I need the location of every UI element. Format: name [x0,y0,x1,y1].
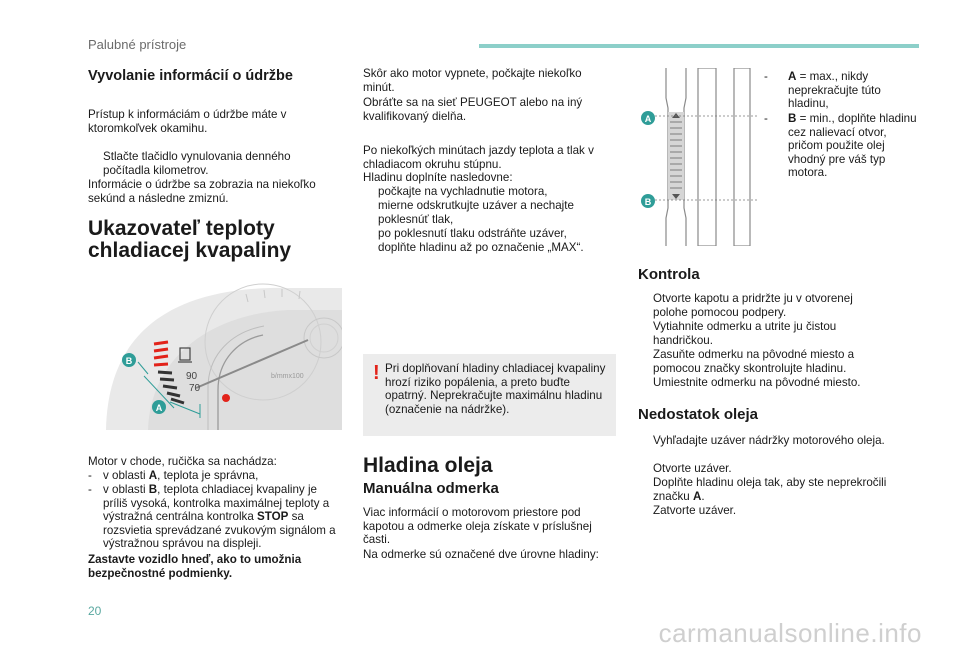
check-step-4: Umiestnite odmerku na pôvodné miesto. [653,376,861,389]
warning-box: ! Pri doplňovaní hladiny chladiacej kvap… [363,354,616,436]
dash-area-a: -v oblasti A, teplota je správna, [88,469,259,482]
warning-light-icon [222,394,230,402]
heading-temp-2: chladiacej kvapaliny [88,239,292,262]
dipstick-callout-b [641,194,655,208]
para-display: Informácie o údržbe sa zobrazia na nieko… [88,178,316,205]
low-oil-step-4: Zatvorte uzáver. [653,504,737,517]
heading-maintenance: Vyvolanie informácií o údržbe [88,68,293,84]
refill-step-1: počkajte na vychladnutie motora, [378,185,548,198]
para-after: Po niekoľkých minútach jazdy teplota a t… [363,144,594,171]
heading-temp-1: Ukazovateľ teploty [88,217,275,240]
svg-text:B: B [126,356,133,366]
refill-step-2: mierne odskrutkujte uzáver a nechajte po… [378,199,574,226]
dipstick-callout-a [641,111,655,125]
running-header: Palubné prístroje [88,37,187,52]
svg-text:B: B [645,197,652,207]
para-info: Viac informácií o motorovom priestore po… [363,506,592,547]
bullet-press: Stlačte tlačidlo vynulovania denného poč… [103,150,291,177]
para-access: Prístup k informáciám o údržbe máte v kt… [88,108,287,135]
heading-oil: Hladina oleja [363,454,493,477]
svg-text:A: A [645,114,652,124]
page-number: 20 [88,604,102,618]
check-step-2: Vytiahnite odmerku a utrite ju čistou ha… [653,320,837,347]
heading-check: Kontrola [638,266,700,283]
gauge-mark-90: 90 [186,371,198,382]
warning-icon: ! [373,362,380,384]
refill-step-4: doplňte hladinu až po označenie „MAX“. [378,241,584,254]
dash-area-b: -v oblasti B, teplota chladiacej kvapali… [88,483,336,551]
check-step-3: Zasuňte odmerku na pôvodné miesto a pomo… [653,348,855,375]
watermark: carmanualsonline.info [658,618,922,648]
para-levels: Na odmerke sú označené dve úrovne hladin… [363,548,599,561]
refill-step-3: po poklesnutí tlaku odstráňte uzáver, [378,227,567,240]
level-b-description: -B = min., doplňte hladinu cez nalievací… [764,112,917,180]
header-accent-bar [479,44,919,48]
check-step-1: Otvorte kapotu a pridržte ju v otvorenej… [653,292,853,319]
heading-low-oil: Nedostatok oleja [638,406,759,423]
low-oil-step-3: Doplňte hladinu oleja tak, aby ste nepre… [653,476,887,503]
temperature-gauge-illustration: 90 70 b/mmx100 B A [88,280,342,436]
figure-code: b/mmx100 [271,373,304,380]
low-oil-step-1: Vyhľadajte uzáver nádržky motorového ole… [653,434,885,447]
svg-text:A: A [156,403,163,413]
gauge-mark-70: 70 [189,383,201,394]
para-before: Skôr ako motor vypnete, počkajte niekoľk… [363,67,582,94]
para-refill: Hladinu doplníte nasledovne: [363,171,513,184]
dipstick-illustration: A B [641,68,758,246]
callout-a [152,400,166,414]
low-oil-step-2: Otvorte uzáver. [653,462,732,475]
heading-dipstick: Manuálna odmerka [363,480,499,497]
warning-text: Pri doplňovaní hladiny chladiacej kvapal… [385,362,606,416]
callout-b [122,353,136,367]
level-a-description: -A = max., nikdy neprekračujte túto hlad… [764,70,881,111]
para-contact: Obráťte sa na sieť PEUGEOT alebo na iný … [363,96,583,123]
para-engine: Motor v chode, ručička sa nachádza: [88,455,277,468]
coolant-symbol-icon [178,347,192,363]
